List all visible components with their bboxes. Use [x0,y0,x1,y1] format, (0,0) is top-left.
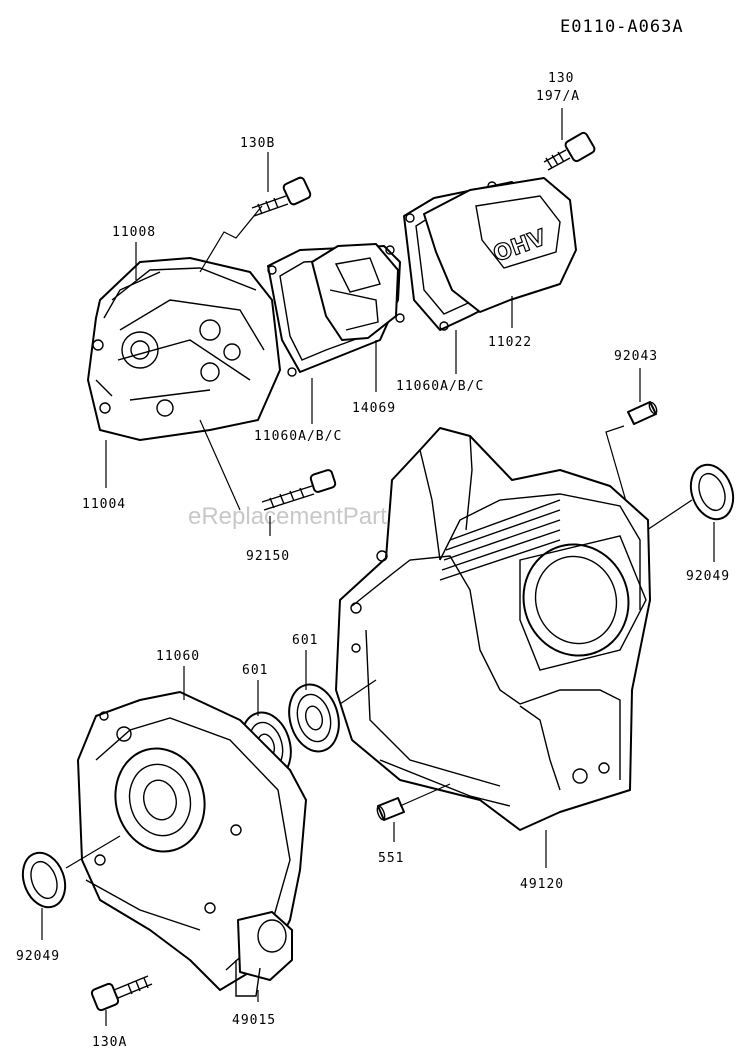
label-197a: 197/A [536,89,580,104]
valve-cover-11022[interactable]: OHV [423,177,577,313]
label-601-right: 601 [292,633,318,648]
stud-bolt-92150[interactable] [261,469,337,511]
bolt-130b-drawing[interactable] [251,176,312,217]
leader-bearing-axis [339,679,377,705]
oil-seal-92049-right[interactable] [684,459,741,525]
label-92043: 92043 [614,349,658,364]
cylinder-head-11008[interactable] [87,257,281,441]
label-92049-left: 92049 [16,949,60,964]
bolt-130a-drawing[interactable] [90,975,153,1012]
label-11004: 11004 [82,497,126,512]
label-11060a-left: 11060A/B/C [254,429,342,444]
label-130a: 130A [92,1035,127,1050]
leader-92049-left-target [65,835,121,869]
label-130b: 130B [240,136,275,151]
label-49015: 49015 [232,1013,276,1028]
label-551: 551 [378,851,404,866]
bolt-130-drawing[interactable] [543,131,596,171]
rocker-plate-14069[interactable] [311,243,399,341]
label-11060a-right: 11060A/B/C [396,379,484,394]
bearing-601-right[interactable] [282,679,346,757]
label-11060: 11060 [156,649,200,664]
dowel-pin-551[interactable] [376,797,405,821]
label-11008: 11008 [112,225,156,240]
leader-11008-bolt [199,205,263,273]
label-92049-right: 92049 [686,569,730,584]
label-601-left: 601 [242,663,268,678]
leader-92150 [199,419,271,536]
label-92150: 92150 [246,549,290,564]
crankcase-49120[interactable] [335,427,651,831]
oil-seal-92049-left[interactable] [16,847,73,913]
crankcase-cover-11060[interactable] [77,691,307,997]
dowel-pin-92043[interactable] [627,401,658,425]
label-14069: 14069 [352,401,396,416]
diagram-code: E0110-A063A [560,17,684,37]
leader-92043-target [605,425,633,523]
label-11022: 11022 [488,335,532,350]
label-49120: 49120 [520,877,564,892]
label-130: 130 [548,71,574,86]
leader-551-target [399,783,451,807]
